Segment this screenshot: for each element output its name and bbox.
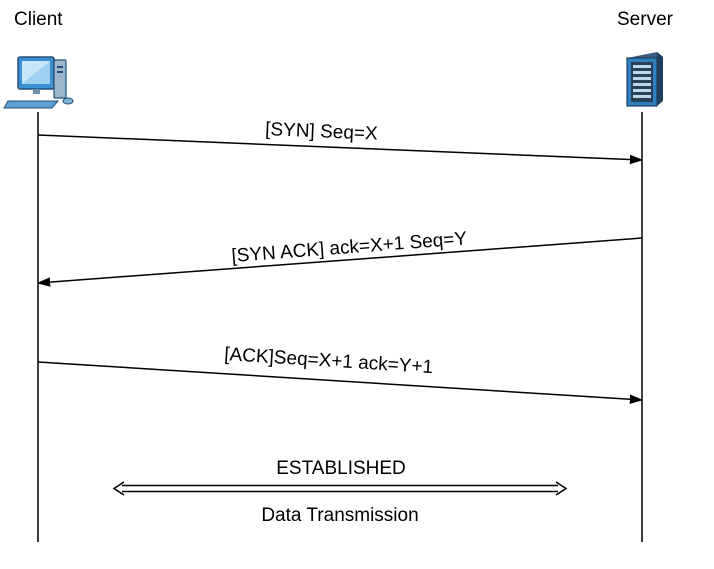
- syn-label: [SYN] Seq=X: [265, 119, 379, 145]
- data-transmission-label: Data Transmission: [261, 505, 418, 526]
- data-transmission-double-arrow: [112, 481, 568, 496]
- server-label: Server: [617, 9, 674, 30]
- syn-ack-label: [SYN ACK] ack=X+1 Seq=Y: [231, 228, 468, 267]
- client-label: Client: [14, 9, 63, 30]
- desktop-computer-icon: [3, 56, 74, 109]
- syn-ack-arrow: [36, 237, 643, 287]
- syn-arrow: [37, 134, 644, 165]
- established-label: ESTABLISHED: [276, 458, 406, 479]
- ack-label: [ACK]Seq=X+1 ack=Y+1: [224, 344, 434, 378]
- ack-arrow: [37, 361, 644, 404]
- server-tower-icon: [626, 52, 663, 107]
